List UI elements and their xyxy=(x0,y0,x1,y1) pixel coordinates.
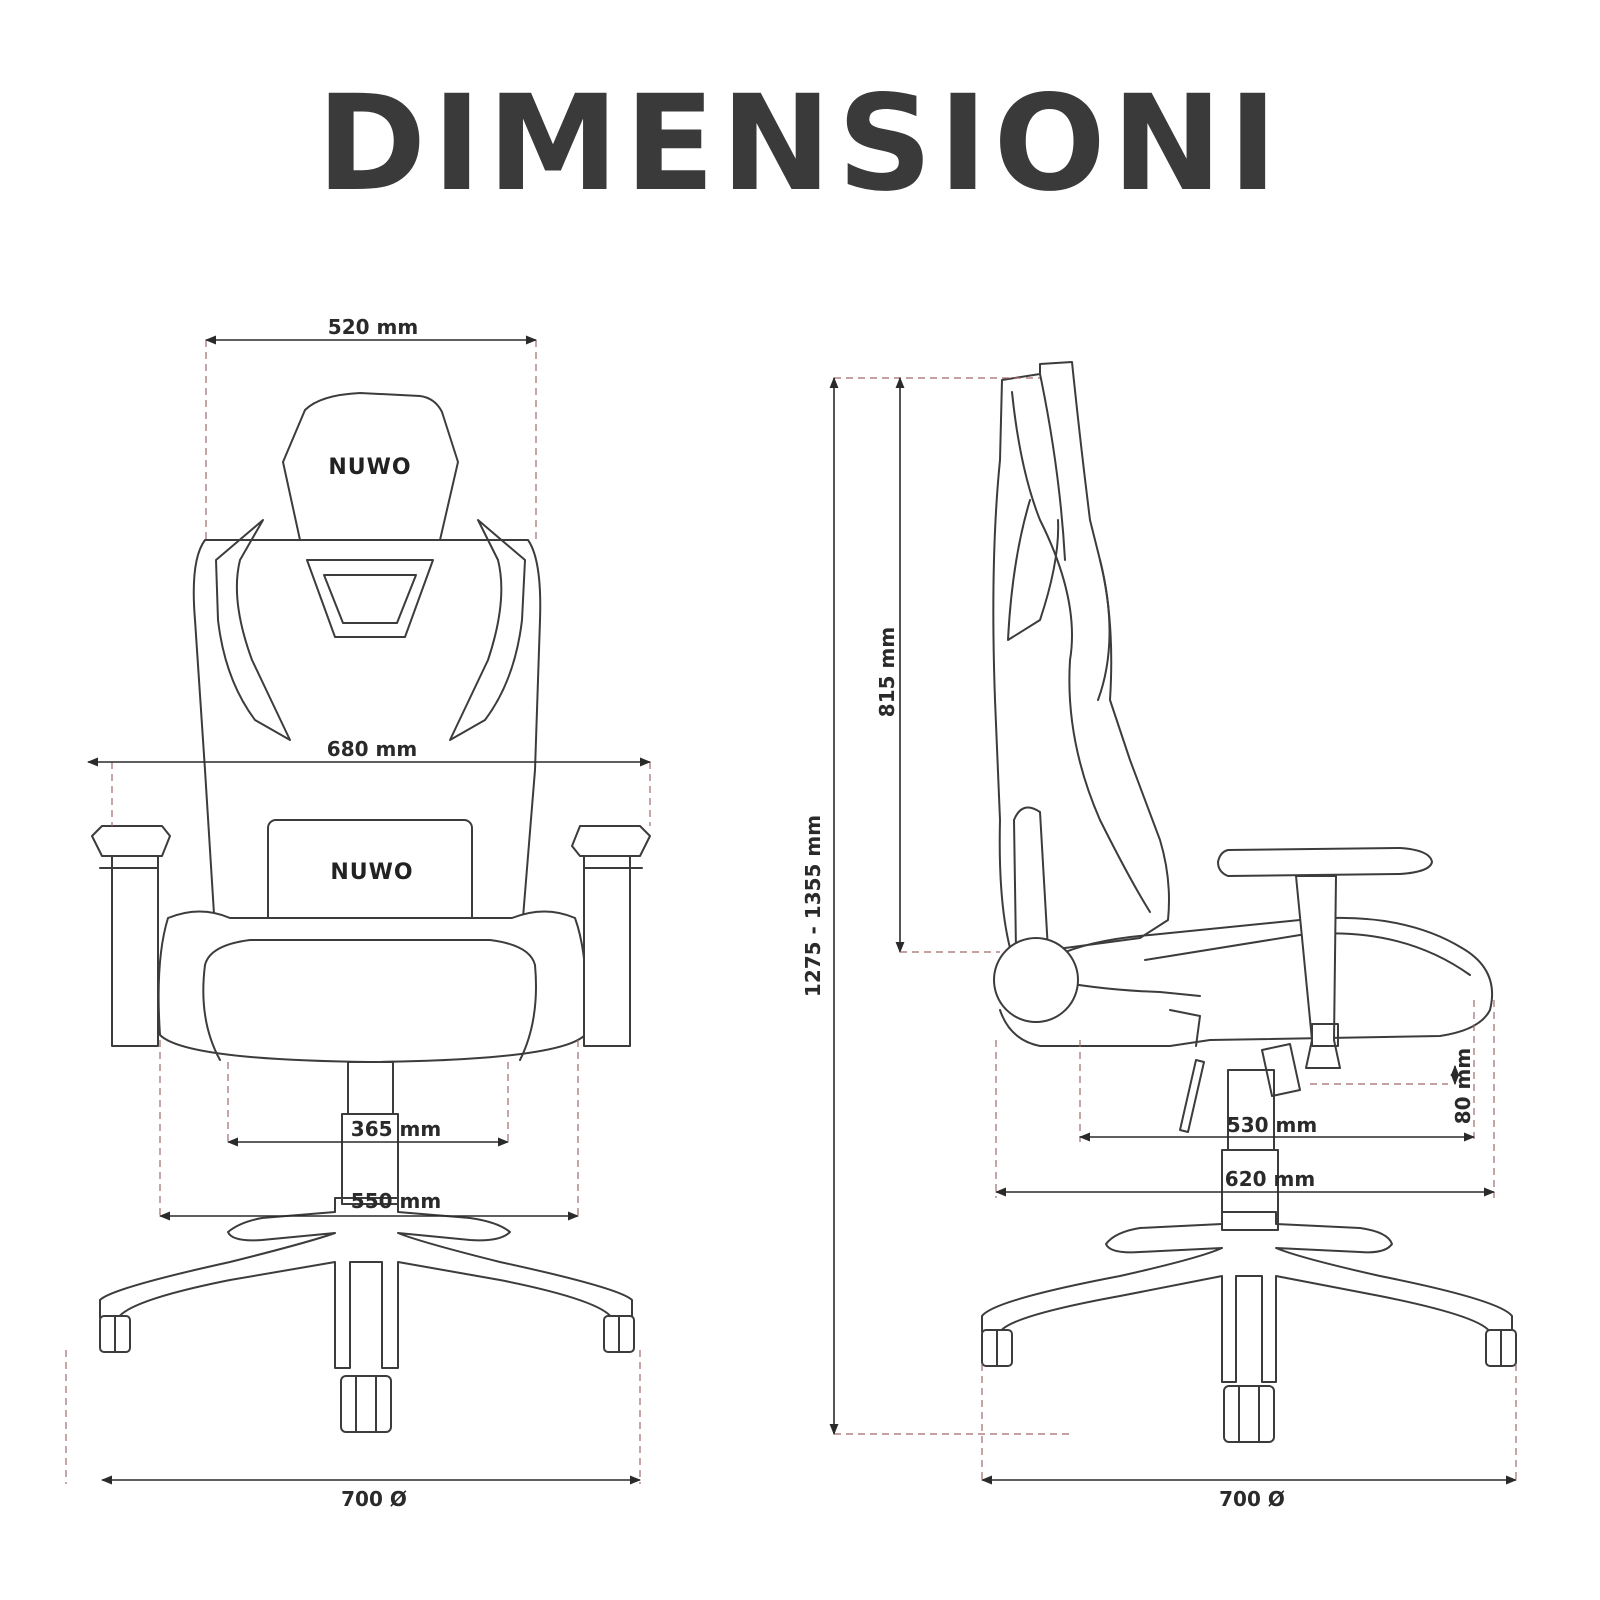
total-height-label: 1275 - 1355 mm xyxy=(801,815,825,997)
overall-depth-label: 620 mm xyxy=(1225,1167,1315,1191)
side-base-label: 700 Ø xyxy=(1219,1487,1285,1511)
lumbar-brand-label: NUWO xyxy=(330,860,413,885)
back-height-label: 815 mm xyxy=(875,627,899,717)
armrest-width-label: 680 mm xyxy=(327,737,417,761)
recline-knob xyxy=(993,937,1079,1023)
front-dimensions: 520 mm 680 mm 365 mm 550 mm 700 Ø xyxy=(65,315,652,1511)
seat-width-label: 365 mm xyxy=(351,1117,441,1141)
front-chair-base xyxy=(99,1197,635,1433)
page-title: DIMENSIONI xyxy=(316,67,1284,221)
height-adjust-label: 80 mm xyxy=(1451,1048,1475,1124)
front-view-chair: NUWO NUWO xyxy=(91,392,651,1433)
front-base-label: 700 Ø xyxy=(341,1487,407,1511)
side-view-chair xyxy=(981,361,1517,1443)
side-armrest xyxy=(1013,806,1433,1069)
front-armrests xyxy=(91,825,651,1047)
side-backrest xyxy=(992,361,1170,951)
back-width-label: 520 mm xyxy=(328,315,418,339)
headrest-brand-label: NUWO xyxy=(328,455,411,480)
seat-depth-label: 530 mm xyxy=(1227,1113,1317,1137)
side-dimensions: 1275 - 1355 mm 815 mm 530 mm 620 mm 80 m… xyxy=(801,376,1518,1511)
side-chair-base xyxy=(981,1211,1517,1443)
overall-seat-width-label: 550 mm xyxy=(351,1189,441,1213)
front-seat xyxy=(157,910,588,1063)
